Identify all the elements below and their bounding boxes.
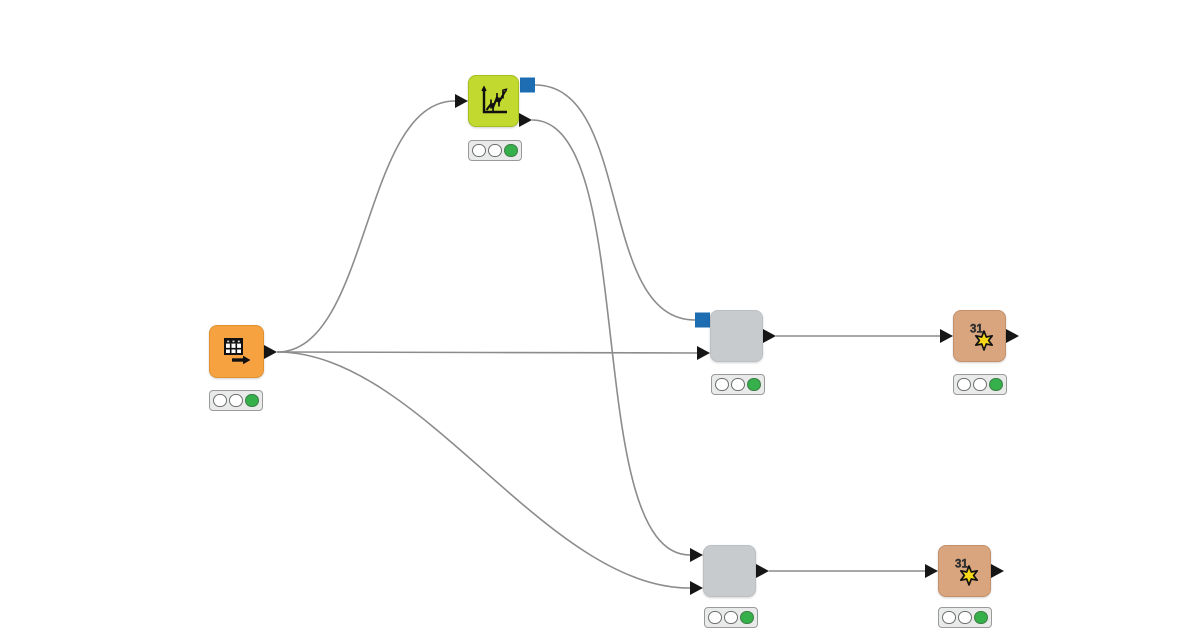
traffic-lamp-green [974,610,988,625]
traffic-light-source [209,390,263,411]
predictor-node-top[interactable] [710,310,763,362]
connection-wire-source-to-learner[interactable] [276,100,456,353]
table-arrow-icon [223,337,250,364]
connection-wire-source-to-predictor-top[interactable] [276,351,698,354]
data-port-out-learner[interactable] [519,113,532,127]
data-port-in-predictor-bottom[interactable] [690,548,703,562]
connection-wire-source-to-predictor-bottom[interactable] [276,351,691,589]
source-node[interactable] [209,325,264,378]
calendar-star-icon: 31 [969,323,993,351]
connection-wire-learner-to-predictor-top[interactable] [534,84,696,321]
traffic-lamp-green [989,377,1003,392]
traffic-lamp-off [973,377,987,392]
calendar-day-text: 31 [970,324,983,336]
line-chart-icon [480,85,507,114]
traffic-lamp-off [472,143,486,158]
traffic-lamp-off [229,393,243,408]
traffic-lamp-off [715,377,729,392]
data-port-in-date-extract-bottom[interactable] [925,564,938,578]
calendar-star-icon: 31 [954,558,978,586]
model-port-in-predictor-top[interactable] [695,312,710,328]
traffic-lamp-off [213,393,227,408]
date-extract-node-top[interactable]: 31 [953,310,1006,362]
data-port-in-predictor-bottom[interactable] [690,581,703,595]
traffic-lamp-off [731,377,745,392]
data-port-out-date-extract-bottom[interactable] [991,564,1004,578]
traffic-lamp-off [488,143,502,158]
chart-learner-node[interactable] [468,75,519,127]
traffic-lamp-green [245,393,259,408]
traffic-lamp-green [747,377,761,392]
data-port-out-predictor-bottom[interactable] [756,564,769,578]
predictor-node-bottom[interactable] [703,545,756,597]
traffic-lamp-green [740,610,754,625]
star-shape [974,330,993,351]
traffic-lamp-off [957,377,971,392]
data-port-in-predictor-top[interactable] [697,346,710,360]
data-port-in-learner[interactable] [455,94,468,108]
traffic-light-predictor-top [711,374,765,395]
traffic-lamp-green [504,143,518,158]
data-port-out-predictor-top[interactable] [763,329,776,343]
connection-wire-learner-to-predictor-bottom[interactable] [531,119,691,556]
traffic-lamp-off [708,610,722,625]
traffic-light-learner [468,140,522,161]
calendar-day-text: 31 [955,559,968,571]
data-port-out-source[interactable] [264,345,277,359]
traffic-light-predictor-bottom [704,607,758,628]
traffic-lamp-off [942,610,956,625]
data-port-out-date-extract-top[interactable] [1006,329,1019,343]
model-port-out-learner[interactable] [520,77,535,93]
traffic-lamp-off [724,610,738,625]
traffic-lamp-off [958,610,972,625]
traffic-light-date-extract-top [953,374,1007,395]
data-port-in-date-extract-top[interactable] [940,329,953,343]
traffic-light-date-extract-bottom [938,607,992,628]
star-shape [959,565,978,586]
date-extract-node-bottom[interactable]: 31 [938,545,991,597]
